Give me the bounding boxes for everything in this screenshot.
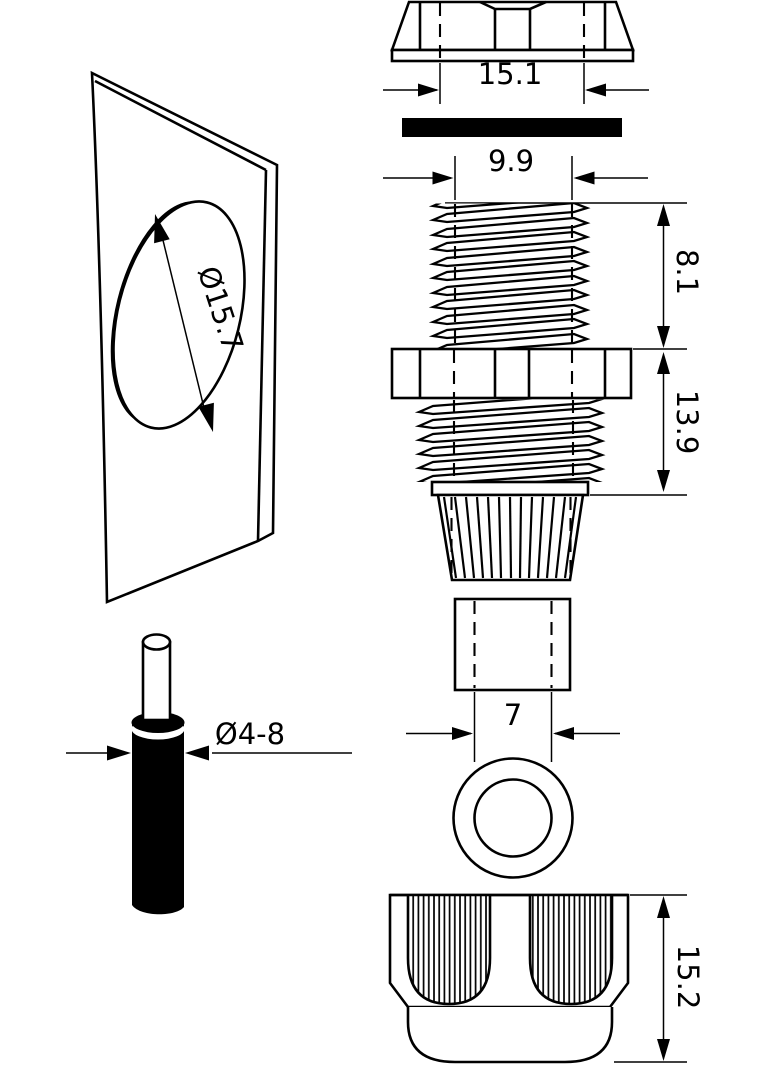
arrowhead-left: [418, 83, 439, 97]
seal-insert-view: 7: [406, 597, 620, 762]
cable-conductor: [141, 640, 172, 722]
plate-front-top-edge: [94, 79, 267, 172]
locknut-top-chamfer: [479, 0, 547, 11]
gland-body-view: 8.1 13.9: [390, 202, 704, 582]
arrowhead-bottom: [657, 326, 670, 348]
upper-thread: [428, 203, 591, 349]
cable-diameter-label: Ø4-8: [215, 717, 285, 751]
locknut-view: [390, 0, 635, 63]
arrowhead-right: [585, 83, 606, 97]
o-ring-view: [452, 757, 574, 879]
gasket: [402, 118, 622, 137]
body-length-label: 13.9: [670, 390, 704, 455]
cable-arrowhead-left: [107, 745, 131, 761]
thread-diameter-label: 9.9: [488, 144, 534, 178]
thread-diameter-dimension: 9.9: [383, 144, 648, 200]
arrowhead-top: [657, 204, 670, 226]
cap-height-label: 15.2: [671, 945, 705, 1010]
cap-flute-right: [528, 894, 614, 1006]
body-length-dimension: 13.9: [657, 352, 704, 492]
hole-diameter-arrowhead-bottom: [198, 402, 214, 432]
locknut-flange: [390, 48, 635, 63]
arrowhead-bottom: [657, 470, 670, 492]
arrowhead-bottom: [657, 1039, 670, 1061]
seal-insert-body: [453, 597, 572, 692]
collet-slits: [442, 496, 578, 579]
cap-nut-view: 15.2: [388, 893, 705, 1064]
cap-height-dimension: 15.2: [657, 896, 705, 1061]
hole-diameter-arrowhead-top: [154, 214, 170, 244]
arrowhead-right: [573, 171, 595, 185]
cap-skirt-dome: [406, 1007, 614, 1064]
arrowhead-left: [432, 171, 454, 185]
hex-flange: [390, 347, 633, 400]
cable-diameter-dimension: Ø4-8: [66, 717, 352, 761]
mounting-plate-view: Ø15.7: [90, 70, 279, 604]
arrowhead-left: [452, 727, 473, 740]
cable-arrowhead-right: [185, 745, 209, 761]
upper-thread-length-dimension: 8.1: [657, 204, 704, 348]
cap-flute-left: [406, 894, 492, 1006]
cable-view: Ø4-8: [66, 633, 352, 915]
locknut-width-label: 15.1: [478, 57, 543, 91]
insert-bore-label: 7: [504, 698, 522, 732]
cable-conductor-top: [141, 633, 172, 651]
hole-diameter-arrow-line: [159, 227, 207, 417]
collet-neck-band: [430, 480, 590, 497]
locknut-width-dimension: 15.1: [383, 57, 649, 104]
insert-bore-dimension: 7: [406, 692, 620, 762]
o-ring-inner: [473, 778, 553, 858]
plate-front-right-edge: [256, 169, 268, 542]
arrowhead-top: [657, 352, 670, 374]
arrowhead-right: [553, 727, 574, 740]
arrowhead-top: [657, 896, 670, 918]
cable-jacket: [132, 723, 184, 915]
upper-thread-length-label: 8.1: [670, 249, 704, 295]
plate-hole: [112, 200, 246, 430]
